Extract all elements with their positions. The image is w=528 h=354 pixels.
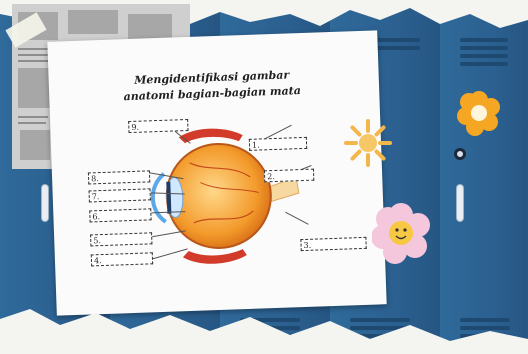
smiley-flower-sticker-icon <box>372 202 430 264</box>
locker-vent <box>460 54 508 58</box>
label-box-1[interactable]: 1. <box>249 137 307 151</box>
label-box-5[interactable]: 5. <box>90 232 152 246</box>
sun-sticker-icon <box>343 118 393 168</box>
label-box-4[interactable]: 4. <box>91 252 153 266</box>
label-box-8[interactable]: 8. <box>88 170 150 184</box>
locker-vent <box>460 46 508 50</box>
label-box-6[interactable]: 6. <box>89 208 151 222</box>
label-box-7[interactable]: 7. <box>89 188 151 202</box>
flower-sticker-icon <box>456 90 502 136</box>
worksheet-title: Mengidentifikasi gambar anatomi bagian-b… <box>116 67 307 106</box>
label-box-9[interactable]: 9. <box>128 119 188 133</box>
label-box-3[interactable]: 3. <box>300 237 366 251</box>
torn-paper-bottom <box>0 295 528 354</box>
gear-sticker-icon <box>452 146 468 162</box>
locker-handle <box>42 185 48 221</box>
locker-handle <box>457 185 463 221</box>
worksheet-paper: Mengidentifikasi gambar anatomi bagian-b… <box>47 30 386 315</box>
locker-vent <box>460 62 508 66</box>
label-box-2[interactable]: 2. <box>264 169 314 183</box>
